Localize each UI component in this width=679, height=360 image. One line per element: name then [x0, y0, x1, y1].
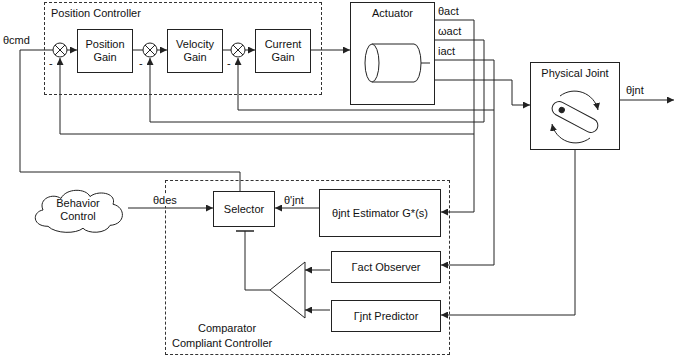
selector-box: Selector	[213, 191, 275, 227]
signal-connector	[20, 50, 240, 191]
joint-box: Physical Joint	[530, 62, 620, 150]
signal-name: ωact	[438, 25, 461, 37]
signal-connector	[311, 50, 350, 51]
node-label: Γjnt Predictor	[354, 310, 419, 323]
signal-connector	[435, 20, 474, 212]
summing-junction	[53, 43, 67, 57]
node-label: Selector	[224, 203, 264, 216]
region-title: Position Controller	[51, 7, 141, 19]
signal-connector	[128, 208, 213, 209]
signal-name: θjnt	[626, 84, 644, 96]
actuator-box: Actuator	[350, 2, 435, 105]
signal-name: θact	[438, 5, 459, 17]
behavior-cloud: Behavior Control	[28, 186, 128, 234]
node-label: Behavior Control	[42, 197, 114, 222]
sign-mark: -	[49, 57, 53, 69]
theta-feedback-wire	[60, 58, 474, 134]
signal-connector	[441, 150, 575, 315]
part-name: Comparator	[198, 322, 256, 334]
summing-junction	[143, 43, 157, 57]
signal-connector	[435, 60, 494, 265]
rotation-arrow	[560, 91, 598, 110]
summing-junction	[231, 43, 245, 57]
selector-control-bar	[236, 230, 254, 232]
joint-slot	[550, 99, 601, 135]
signal-connector	[435, 80, 530, 105]
cloud-shape	[35, 190, 122, 232]
estimator-box: θjnt Estimator G*(s)	[319, 189, 441, 237]
node-label: Current Gain	[259, 38, 307, 63]
node-label: Actuator	[372, 7, 413, 19]
rotation-arrow	[552, 124, 590, 143]
motor-cylinder	[365, 44, 430, 82]
predictor-to-comparator-wire	[305, 310, 330, 311]
signal-name: θ'jnt	[283, 194, 305, 206]
gain-box: Current Gain	[255, 29, 311, 73]
node-label: Position Gain	[81, 38, 129, 63]
comparator-output-wire	[245, 231, 270, 290]
node-label: Velocity Gain	[171, 38, 219, 63]
observer-box: Γact Observer	[331, 251, 441, 283]
comparator-triangle	[270, 262, 305, 318]
signal-name: iact	[438, 45, 455, 57]
gain-box: Position Gain	[77, 29, 133, 73]
signal-connector	[275, 208, 319, 209]
signal-name: θcmd	[3, 34, 30, 46]
predictor-box: Γjnt Predictor	[331, 300, 441, 332]
gain-box: Velocity Gain	[167, 29, 223, 73]
sign-mark: -	[227, 57, 231, 69]
sign-mark: -	[139, 57, 143, 69]
node-label: Γact Observer	[351, 261, 420, 274]
signal-name: θdes	[152, 194, 178, 206]
region-title: Compliant Controller	[172, 337, 272, 349]
node-label: θjnt Estimator G*(s)	[332, 207, 428, 220]
observer-to-comparator-wire	[305, 270, 330, 271]
joint-output-wire	[620, 100, 674, 101]
controller-region: Position ControllerPosition Gain Velocity…	[44, 2, 322, 95]
node-label: Physical Joint	[541, 67, 608, 79]
